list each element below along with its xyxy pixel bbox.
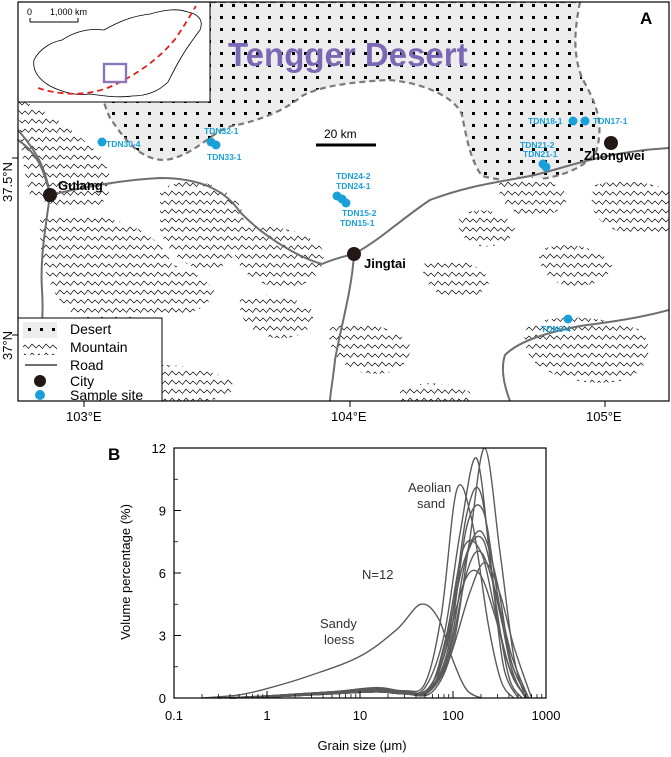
roads [18,129,669,401]
sample-site-marker [541,162,551,172]
sample-label: TDN30-4 [106,139,141,149]
road-south [329,253,355,401]
legend-desert-swatch [23,322,57,338]
sample-site-marker [568,116,578,126]
sample-label: TDN17-1 [593,116,628,126]
sample-label: TDN18-1 [528,116,563,126]
road-main [18,139,669,266]
y-tick-label: 9 [159,504,166,519]
legend-desert-label: Desert [70,321,111,337]
x-tick-label: 1 [263,708,270,723]
legend-sample-swatch [35,390,45,400]
sample-label: TDN24-1 [336,181,371,191]
sample-site-marker [211,140,221,150]
city-jingtai-marker [347,247,361,261]
x-axis-title: Grain size (μm) [317,738,406,753]
city-zhongwei-marker [604,136,618,150]
sample-label: TDN33-1 [207,152,242,162]
annotation-loess-line2: loess [324,632,355,647]
china-outline [33,9,202,98]
sample-label: TDN24-2 [336,171,371,181]
scale-bar-label: 20 km [324,127,357,141]
annotation-n: N=12 [362,567,393,582]
y-axis-title: Volume percentage (%) [118,504,133,640]
panel-a-label: A [640,9,652,28]
annotation-loess-line1: Sandy [320,616,357,631]
inset-scale-distance: 1,000 km [50,7,87,17]
legend-road-label: Road [70,357,103,373]
legend-city-swatch [34,375,46,387]
inset-map: 0 1,000 km [18,2,211,103]
series-line-5 [229,447,527,699]
city-jingtai-label: Jingtai [364,256,406,271]
annotation-aeolian-line2: sand [417,496,445,511]
sample-sites [97,116,590,324]
sample-label: TDN21-1 [523,149,558,159]
x-tick-label: 0.1 [165,708,183,723]
y-tick-label: 12 [152,441,166,456]
sample-site-marker [97,137,107,147]
sample-site-marker [341,198,351,208]
study-area-box [102,62,128,84]
panel-a-map: 0 1,000 km Tengger Desert 20 km Gulang J… [18,2,669,403]
series-line-6 [229,504,527,699]
sample-label: TDN15-1 [340,218,375,228]
desert-title: Tengger Desert [228,36,468,73]
inset-scale-zero: 0 [27,7,32,17]
mountain-ranges [18,100,669,401]
city-zhongwei-label: Zhongwei [584,148,645,163]
panel-b-label: B [108,445,120,464]
cities: Gulang Jingtai Zhongwei [43,136,645,271]
series-line-4 [218,486,523,699]
city-gulang-marker [43,188,57,202]
map-coordinates: 37.5°N 37°N 103°E 104°E 105°E [0,157,622,424]
map-legend: Desert Mountain Road City Sample site [18,317,163,403]
sample-label: TDN6-4 [541,324,571,334]
sample-site-marker [563,314,573,324]
x-tick-label: 100 [442,708,464,723]
x-tick-label: 1000 [532,708,561,723]
chart-axes: 0.1 1 10 100 1000 0 3 6 9 12 [152,441,561,723]
road-north [18,129,51,196]
series-line-1 [201,603,482,699]
legend-mountain-label: Mountain [70,339,128,355]
inset-route [37,5,197,95]
lon-label-105: 105°E [586,409,622,424]
series-line-9 [229,561,533,699]
desert-area [88,2,601,182]
city-gulang-label: Gulang [58,178,103,193]
sample-site-marker [580,116,590,126]
series-line-10 [229,569,527,699]
chart-series-group [201,447,533,699]
sample-label: TDN15-2 [342,208,377,218]
lat-label-37: 37°N [0,331,15,360]
road-southeast [501,309,669,401]
legend-city-label: City [70,373,94,389]
sample-site-labels: TDN30-4 TDN32-1 TDN33-1 TDN24-2 TDN24-1 … [106,116,628,334]
series-line-12 [229,535,530,699]
lat-label-37-5: 37.5°N [0,162,15,202]
lon-label-104: 104°E [331,409,367,424]
annotation-aeolian-line1: Aeolian [408,480,451,495]
legend-mountain-swatch [23,341,57,355]
y-tick-label: 0 [159,691,166,706]
sample-label: TDN21-2 [520,140,555,150]
legend-sample-label: Sample site [70,387,143,403]
y-tick-label: 6 [159,566,166,581]
lon-label-103: 103°E [66,409,102,424]
y-tick-label: 3 [159,629,166,644]
scale-bar: 20 km [316,127,376,147]
sample-label: TDN32-1 [204,126,239,136]
x-tick-label: 10 [353,708,367,723]
map-frame [17,1,670,402]
